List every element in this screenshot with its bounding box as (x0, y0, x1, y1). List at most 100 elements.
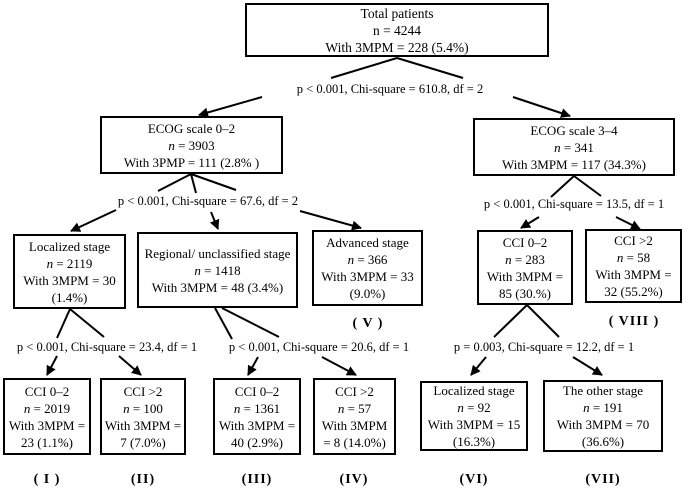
n-value: = 2119 (56, 255, 93, 271)
node-n: n = 100 (104, 400, 182, 417)
n-symbol: n (505, 251, 512, 267)
group-label-III: (III) (241, 472, 273, 487)
split-line (56, 308, 71, 339)
arrow-to-advanced (299, 210, 362, 231)
node-detail: With 3MPM = 70 (36.6%) (556, 417, 650, 449)
stat-label-split6: p = 0.003, Chi-square = 12.2, df = 1 (453, 340, 635, 354)
split-line (573, 175, 602, 197)
arrow-to-cci02-right (520, 216, 540, 229)
split-line (493, 304, 528, 338)
n-symbol: n (457, 400, 464, 415)
node-detail: With 3MPM = 85 (30.%) (486, 268, 564, 301)
split-line (214, 307, 233, 340)
node-n: n = 283 (481, 251, 569, 268)
group-label-VI: (VI) (459, 472, 489, 487)
arrow-to-group3 (247, 356, 259, 376)
node-ecog-0-2: ECOG scale 0–2 n = 3903 With 3PMP = 111 … (100, 116, 283, 174)
n-symbol: n (233, 400, 241, 416)
n-value: = 57 (347, 400, 372, 416)
node-title: The other stage (562, 383, 644, 398)
group-label-V: ( V ) (352, 316, 384, 331)
node-detail: With 3MPM = 33 (9.0%) (321, 269, 414, 301)
split-line (221, 307, 280, 338)
node-group6-localized-stage: Localized stage n = 92 With 3MPM = 15 (1… (420, 381, 528, 451)
arrow-to-cci2-right (615, 216, 641, 230)
arrow-to-group4 (321, 356, 357, 376)
n-value: = 283 (514, 251, 545, 267)
node-detail: With 3MPM = 8 (14.0%) (321, 417, 388, 450)
n-value: = 341 (563, 139, 594, 155)
node-title: CCI >2 (123, 383, 163, 399)
node-n: n = 1361 (217, 400, 297, 417)
node-detail: With 3MPM = 30 (1.4%) (23, 272, 116, 305)
node-ecog-3-4: ECOG scale 3–4 n = 341 With 3MPM = 117 (… (473, 118, 675, 176)
node-group7-other-stage: The other stage n = 191 With 3MPM = 70 (… (543, 380, 663, 452)
node-detail: With 3MPM = 117 (34.3%) (502, 156, 646, 172)
n-value: = 100 (132, 400, 163, 416)
split-line (190, 173, 197, 194)
stat-label-split3: p < 0.001, Chi-square = 13.5, df = 1 (483, 197, 665, 211)
node-n: n = 92 (424, 399, 524, 416)
node-cci-gt2-right: CCI >2 n = 58 With 3MPM = 32 (55.2%) (585, 229, 682, 303)
n-symbol: n (616, 250, 624, 265)
stat-label-split5: p < 0.001, Chi-square = 20.6, df = 1 (228, 340, 410, 354)
node-detail: With 3PMP = 111 (2.8% ) (123, 154, 260, 170)
n-symbol: n (194, 262, 201, 278)
n-symbol: n (168, 137, 175, 153)
node-n: n = 3903 (104, 137, 279, 154)
n-symbol: n (554, 139, 561, 155)
node-title: Advanced stage (326, 235, 409, 250)
node-title: CCI 0–2 (234, 383, 280, 399)
stat-label-split4: p < 0.001, Chi-square = 23.4, df = 1 (16, 340, 198, 354)
node-title: ECOG scale 0–2 (147, 120, 236, 136)
n-value: = 58 (626, 250, 651, 265)
n-value: = 1418 (204, 262, 241, 278)
arrow-to-group1 (46, 355, 58, 376)
node-localized-stage: Localized stage n = 2119 With 3MPM = 30 … (13, 234, 126, 309)
node-detail: With 3MPM = 15 (16.3%) (427, 417, 521, 449)
stat-label-split2: p < 0.001, Chi-square = 67.6, df = 2 (117, 194, 299, 208)
split-line (157, 173, 192, 192)
split-line (330, 57, 398, 79)
arrow-to-localized (70, 209, 117, 232)
node-title: CCI >2 (335, 383, 374, 399)
arrow-to-group7 (572, 356, 603, 376)
n-symbol: n (46, 255, 54, 271)
n-value: = 366 (357, 252, 388, 267)
node-n: n = 58 (589, 249, 678, 266)
split-line (550, 175, 575, 198)
node-group1-cci-0-2: CCI 0–2 n = 2019 With 3MPM = 23 (1.1%) (3, 378, 91, 455)
n-value: = 191 (592, 400, 623, 415)
node-advanced-stage: Advanced stage n = 366 With 3MPM = 33 (9… (312, 230, 423, 306)
arrow-to-regional (209, 211, 220, 230)
group-label-I: ( I ) (33, 472, 61, 487)
n-value: = 1361 (243, 400, 281, 416)
stat-label-split1: p < 0.001, Chi-square = 610.8, df = 2 (296, 82, 484, 96)
node-detail: With 3MPM = 228 (5.4%) (325, 39, 469, 55)
split-line (396, 57, 464, 79)
node-n: n = 366 (316, 251, 419, 268)
node-detail: With 3MPM = 32 (55.2%) (595, 267, 672, 299)
n-symbol: n (347, 252, 355, 267)
node-n: n = 341 (477, 139, 671, 156)
node-group3-cci-0-2: CCI 0–2 n = 1361 With 3MPM = 40 (2.9%) (213, 378, 301, 455)
n-symbol: n (583, 400, 590, 415)
node-title: CCI 0–2 (502, 234, 548, 250)
node-title: Regional/ unclassified stage (144, 245, 291, 261)
node-n: n = 4244 (372, 22, 422, 38)
arrow-to-ecog34 (512, 96, 571, 118)
n-value: = 3903 (178, 137, 215, 153)
group-label-II: (II) (130, 472, 156, 487)
node-title: Total patients (360, 5, 434, 21)
node-group4-cci-gt2: CCI >2 n = 57 With 3MPM = 8 (14.0%) (313, 378, 396, 455)
n-symbol: n (123, 400, 130, 416)
arrow-to-group6 (470, 356, 487, 376)
split-line (69, 308, 105, 338)
node-regional-unclassified-stage: Regional/ unclassified stage n = 1418 Wi… (137, 232, 298, 308)
split-line (526, 304, 560, 338)
node-detail: With 3MPM = 48 (3.4%) (151, 279, 284, 295)
n-symbol: n (337, 400, 345, 416)
node-title: Localized stage (28, 238, 111, 254)
